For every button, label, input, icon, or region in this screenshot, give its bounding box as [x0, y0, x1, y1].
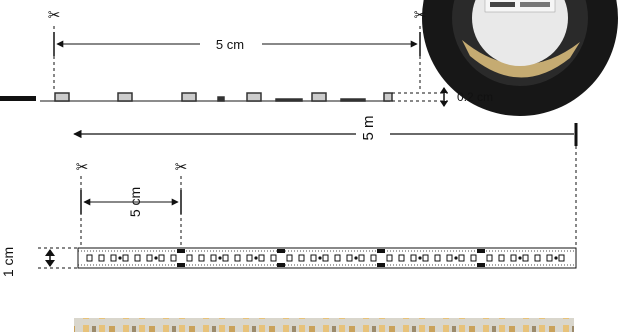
strip-top-view	[77, 247, 577, 269]
profile-components	[54, 92, 393, 102]
led-chip	[158, 254, 165, 262]
led-chip	[410, 254, 417, 262]
cut-mark-left-top: ✂	[48, 7, 61, 24]
led-chip	[298, 254, 305, 262]
led-chip	[310, 254, 317, 262]
resistor-dot	[418, 256, 422, 260]
solder-pad	[377, 249, 385, 253]
led-chip	[170, 254, 177, 262]
led-chip	[486, 254, 493, 262]
led-chip	[434, 254, 441, 262]
total-length-label: 5 m	[360, 115, 377, 140]
led-chip	[286, 254, 293, 262]
led-chip	[322, 254, 329, 262]
led-chip	[470, 254, 477, 262]
led-chip	[98, 254, 105, 262]
led-strip-photo	[74, 318, 574, 332]
resistor-dot	[218, 256, 222, 260]
led-chip	[334, 254, 341, 262]
led-chip	[234, 254, 241, 262]
profile-black-bar	[0, 96, 36, 101]
resistor-dot	[454, 256, 458, 260]
resistor-dot	[554, 256, 558, 260]
reel-photo	[422, 0, 618, 116]
led-chip	[546, 254, 553, 262]
led-chip	[346, 254, 353, 262]
led-chip	[270, 254, 277, 262]
resistor-dot	[254, 256, 258, 260]
led-chip	[370, 254, 377, 262]
scissors-icon: ✂	[76, 159, 89, 176]
solder-pad	[477, 249, 485, 253]
led-chip	[146, 254, 153, 262]
solder-pad	[177, 249, 185, 253]
led-chip	[386, 254, 393, 262]
led-chip	[510, 254, 517, 262]
solder-pad	[377, 263, 385, 267]
cut-mark-right-top: ✂	[414, 7, 427, 24]
cut-interval-top-label: 5 cm	[216, 37, 244, 52]
led-chip	[446, 254, 453, 262]
solder-pad	[177, 263, 185, 267]
cut-interval-rotated-label: 5 cm	[127, 187, 143, 217]
height-label: 0.2 cm	[457, 90, 493, 104]
led-chip	[458, 254, 465, 262]
scissors-icon: ✂	[414, 7, 427, 24]
solder-pad	[477, 263, 485, 267]
led-chip	[110, 254, 117, 262]
led-chip	[522, 254, 529, 262]
led-chip	[210, 254, 217, 262]
led-chip	[222, 254, 229, 262]
led-chip	[198, 254, 205, 262]
led-chip	[358, 254, 365, 262]
led-chip	[558, 254, 565, 262]
led-chip	[134, 254, 141, 262]
strip-led-pattern	[86, 249, 565, 267]
resistor-dot	[118, 256, 122, 260]
resistor-dot	[154, 256, 158, 260]
led-chip	[258, 254, 265, 262]
led-chip	[122, 254, 129, 262]
double-arrow-icon	[45, 249, 55, 267]
led-chip	[398, 254, 405, 262]
led-chip	[186, 254, 193, 262]
solder-pad	[277, 249, 285, 253]
resistor-dot	[518, 256, 522, 260]
resistor-dot	[318, 256, 322, 260]
scissors-icon: ✂	[48, 7, 61, 24]
led-chip	[86, 254, 93, 262]
solder-pad	[277, 263, 285, 267]
double-arrow-icon	[440, 87, 448, 107]
scissors-icon: ✂	[175, 159, 188, 176]
led-chip	[246, 254, 253, 262]
led-chip	[534, 254, 541, 262]
width-label: 1 cm	[0, 247, 16, 277]
led-chip	[498, 254, 505, 262]
led-chip	[422, 254, 429, 262]
resistor-dot	[354, 256, 358, 260]
